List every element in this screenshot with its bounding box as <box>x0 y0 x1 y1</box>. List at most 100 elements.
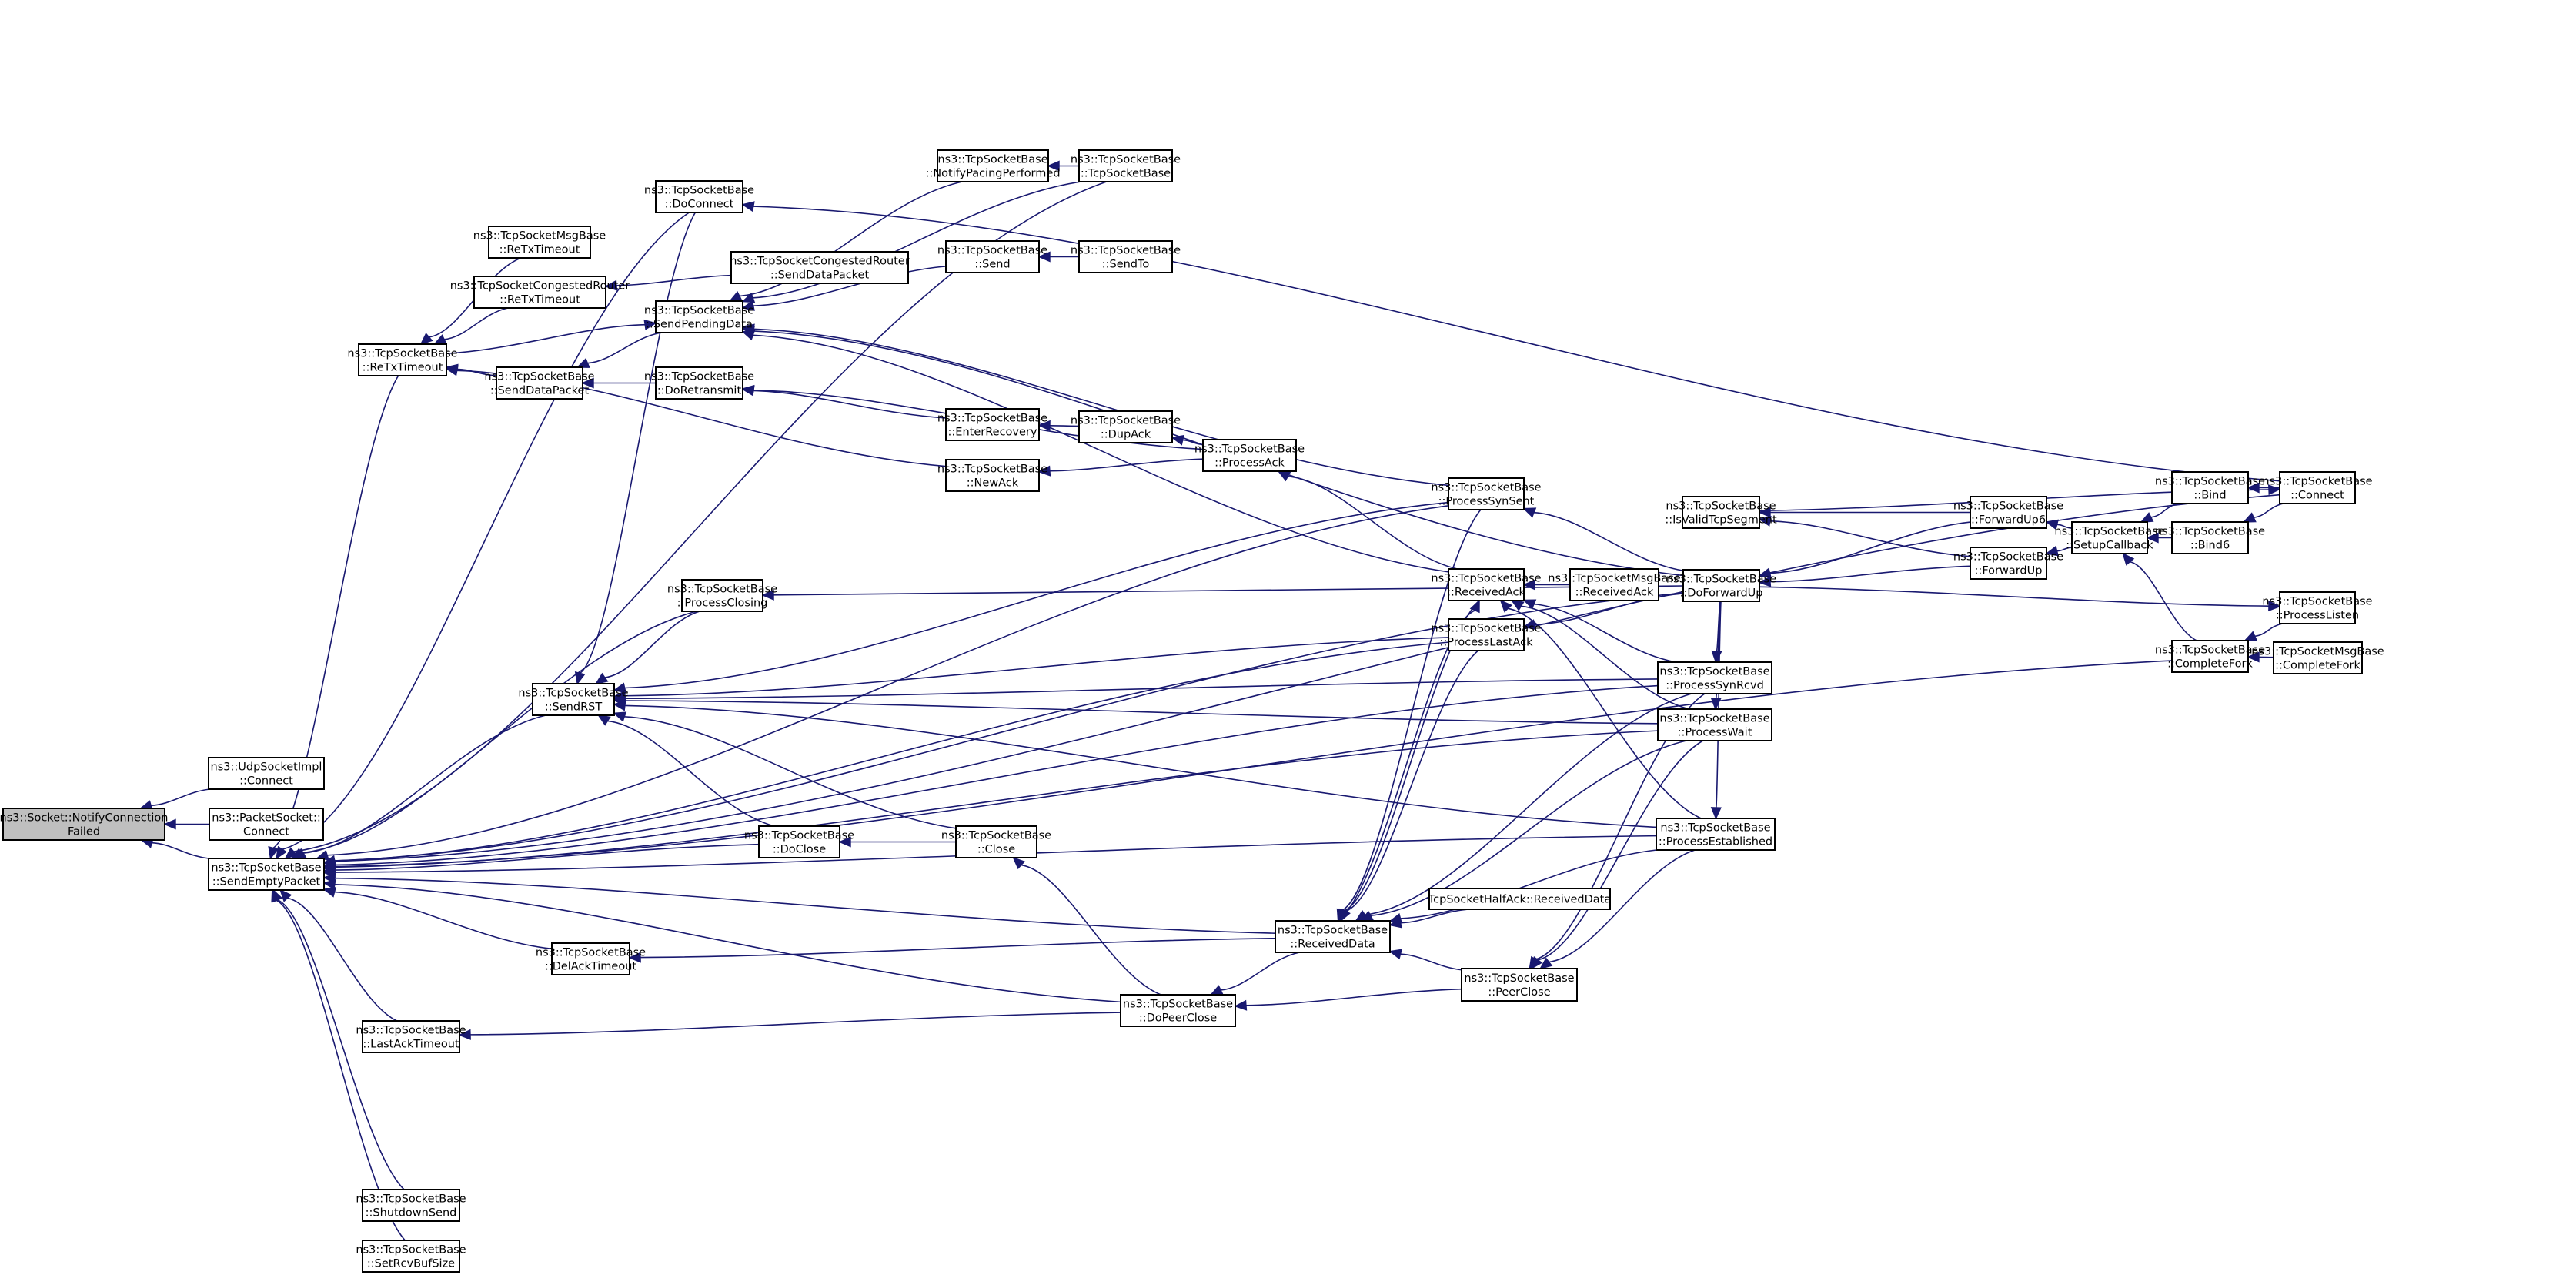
edge-line <box>1533 511 1684 572</box>
arrowhead-icon <box>741 201 755 212</box>
edge-msg-retx-to-retx <box>419 257 522 346</box>
edge-doclose-to-sendrst <box>597 714 775 827</box>
node-doretx[interactable]: ns3::TcpSocketBase::DoRetransmit <box>644 366 754 400</box>
node-listen[interactable]: ns3::TcpSocketBase::ProcessListen <box>2262 591 2373 624</box>
node-retx[interactable]: ns3::TcpSocketBase::ReTxTimeout <box>347 343 458 376</box>
node-sendrst[interactable]: ns3::TcpSocketBase::SendRST <box>518 683 629 716</box>
node-udp-connect[interactable]: ns3::UdpSocketImpl::Connect <box>208 757 325 790</box>
edge-fwd6-to-isvalid <box>1758 507 1970 518</box>
node-label: ::ReTxTimeout <box>499 244 580 256</box>
node-spd[interactable]: ns3::TcpSocketBase::SendPendingData <box>644 300 754 333</box>
edge-line <box>624 716 957 829</box>
node-label: ns3::TcpSocketBase <box>1666 500 1776 513</box>
node-dofwd[interactable]: ns3::TcpSocketBase::DoForwardUp <box>1666 569 1776 602</box>
node-label: ::DupAck <box>1101 429 1151 441</box>
node-msg-fork[interactable]: ns3::TcpSocketMsgBase::CompleteFork <box>2251 641 2384 674</box>
node-label: ::LastAckTimeout <box>363 1039 459 1051</box>
node-halfack[interactable]: TcpSocketHalfAck::ReceivedData <box>1428 888 1611 910</box>
node-cong-sdp[interactable]: ns3::TcpSocketCongestedRouter::SendDataP… <box>730 251 910 284</box>
edge-send-to-spd <box>741 266 947 311</box>
node-label: ::ProcessAck <box>1214 457 1285 470</box>
node-enterrec[interactable]: ns3::TcpSocketBase::EnterRecovery <box>937 408 1047 441</box>
node-msg-rcvack[interactable]: ns3::TcpSocketMsgBase::ReceivedAck <box>1548 568 1681 601</box>
arrowhead-icon <box>761 589 774 601</box>
node-label: ::Close <box>977 844 1015 856</box>
edge-line <box>1400 953 1462 971</box>
edge-ctor-to-sendempty <box>284 181 1107 860</box>
node-close[interactable]: ns3::TcpSocketBase::Close <box>941 825 1051 858</box>
node-box <box>1078 240 1173 273</box>
node-pkt-connect[interactable]: ns3::PacketSocket::Connect <box>209 808 324 841</box>
edge-ctor-to-spd <box>741 181 1081 303</box>
node-connect[interactable]: ns3::TcpSocketBase::Connect <box>2262 471 2373 504</box>
node-sendto[interactable]: ns3::TcpSocketBase::SendTo <box>1071 240 1181 273</box>
node-peerclose[interactable]: ns3::TcpSocketBase::PeerClose <box>1461 968 1578 1002</box>
node-setrcvbuf[interactable]: ns3::TcpSocketBase::SetRcvBufSize <box>356 1240 466 1273</box>
edge-doconnect-to-sendrst <box>574 212 697 685</box>
node-label: ns3::TcpSocketBase <box>356 1193 466 1206</box>
node-newack[interactable]: ns3::TcpSocketBase::NewAck <box>937 459 1047 492</box>
node-cong-retx[interactable]: ns3::TcpSocketCongestedRouter::ReTxTimeo… <box>450 276 630 309</box>
node-lastacktimeout[interactable]: ns3::TcpSocketBase::LastAckTimeout <box>356 1020 466 1053</box>
node-box <box>532 683 615 716</box>
node-delack[interactable]: ns3::TcpSocketBase::DelAckTimeout <box>536 942 646 975</box>
arrowhead-icon <box>1758 515 1772 527</box>
node-synsent[interactable]: ns3::TcpSocketBase::ProcessSynSent <box>1431 477 1542 510</box>
edge-fwd-to-isvalid <box>1758 515 1971 557</box>
node-sendempty[interactable]: ns3::TcpSocketBase::SendEmptyPacket <box>208 858 325 891</box>
node-bind[interactable]: ns3::TcpSocketBase::Bind <box>2155 471 2265 504</box>
node-ctor[interactable]: ns3::TcpSocketBase::TcpSocketBase <box>1071 149 1181 182</box>
edge-line <box>624 678 1659 700</box>
edge-line <box>334 641 1449 862</box>
edge-udp-connect-to-ncf <box>139 788 210 811</box>
node-closing[interactable]: ns3::TcpSocketBase::ProcessClosing <box>667 579 777 612</box>
node-doconnect[interactable]: ns3::TcpSocketBase::DoConnect <box>644 180 754 213</box>
node-label: ::SendEmptyPacket <box>212 876 321 888</box>
node-shutdown[interactable]: ns3::TcpSocketBase::ShutdownSend <box>356 1189 466 1222</box>
arrowhead-icon <box>643 319 657 330</box>
node-isvalid[interactable]: ns3::TcpSocketBase::IsValidTcpSegment <box>1665 496 1777 529</box>
node-doclose[interactable]: ns3::TcpSocketBase::DoClose <box>744 825 854 858</box>
edge-line <box>334 660 2173 868</box>
node-pacing[interactable]: ns3::TcpSocketBase::NotifyPacingPerforme… <box>925 149 1061 182</box>
arrowhead-icon <box>279 888 292 902</box>
node-fwd6[interactable]: ns3::TcpSocketBase::ForwardUp6 <box>1953 496 2063 529</box>
node-synrcvd[interactable]: ns3::TcpSocketBase::ProcessSynRcvd <box>1657 661 1772 694</box>
node-label: ns3::TcpSocketBase <box>2155 526 2265 538</box>
node-fwd[interactable]: ns3::TcpSocketBase::ForwardUp <box>1953 547 2063 580</box>
node-label: ns3::UdpSocketImpl <box>211 761 322 774</box>
node-dopeerclose[interactable]: ns3::TcpSocketBase::DoPeerClose <box>1120 994 1236 1027</box>
node-sdp[interactable]: ns3::TcpSocketBase::SendDataPacket <box>484 366 595 400</box>
node-rcvdata[interactable]: ns3::TcpSocketBase::ReceivedData <box>1275 920 1391 953</box>
edge-connect-to-bind6 <box>2242 503 2284 523</box>
node-box <box>2273 641 2363 674</box>
node-lastack[interactable]: ns3::TcpSocketBase::ProcessLastAck <box>1431 618 1542 651</box>
edge-synrcvd-to-rcvack <box>1522 599 1676 663</box>
node-label: ::ProcessSynSent <box>1438 496 1535 508</box>
node-label: ns3::TcpSocketBase <box>941 830 1051 842</box>
arrowhead-icon <box>1209 985 1224 996</box>
edge-processack-to-dupack <box>1171 434 1204 446</box>
node-send[interactable]: ns3::TcpSocketBase::Send <box>937 240 1047 273</box>
node-box <box>1569 568 1659 601</box>
node-label: ns3::TcpSocketBase <box>644 305 754 317</box>
node-msg-retx[interactable]: ns3::TcpSocketMsgBase::ReTxTimeout <box>473 226 606 259</box>
node-bind6[interactable]: ns3::TcpSocketBase::Bind6 <box>2155 521 2265 554</box>
node-wait[interactable]: ns3::TcpSocketBase::ProcessWait <box>1657 708 1772 741</box>
node-box <box>473 276 606 309</box>
node-fork[interactable]: ns3::TcpSocketBase::CompleteFork <box>2155 640 2265 673</box>
edge-pkt-connect-to-ncf <box>163 818 209 830</box>
node-processack[interactable]: ns3::TcpSocketBase::ProcessAck <box>1194 439 1305 472</box>
node-setupcb[interactable]: ns3::TcpSocketBase::SetupCallback <box>2054 521 2165 554</box>
node-established[interactable]: ns3::TcpSocketBase::ProcessEstablished <box>1656 818 1776 851</box>
node-label: ns3::TcpSocketBase <box>1659 666 1769 678</box>
arrowhead-icon <box>1710 807 1722 820</box>
edge-processack-to-newack <box>1037 458 1204 477</box>
node-dupack[interactable]: ns3::TcpSocketBase::DupAck <box>1071 410 1181 443</box>
node-rcvack[interactable]: ns3::TcpSocketBase::ReceivedAck <box>1431 568 1542 601</box>
node-box <box>1682 569 1760 602</box>
arrowhead-icon <box>613 682 626 694</box>
node-label: Connect <box>243 826 289 838</box>
arrowhead-icon <box>1522 619 1536 631</box>
